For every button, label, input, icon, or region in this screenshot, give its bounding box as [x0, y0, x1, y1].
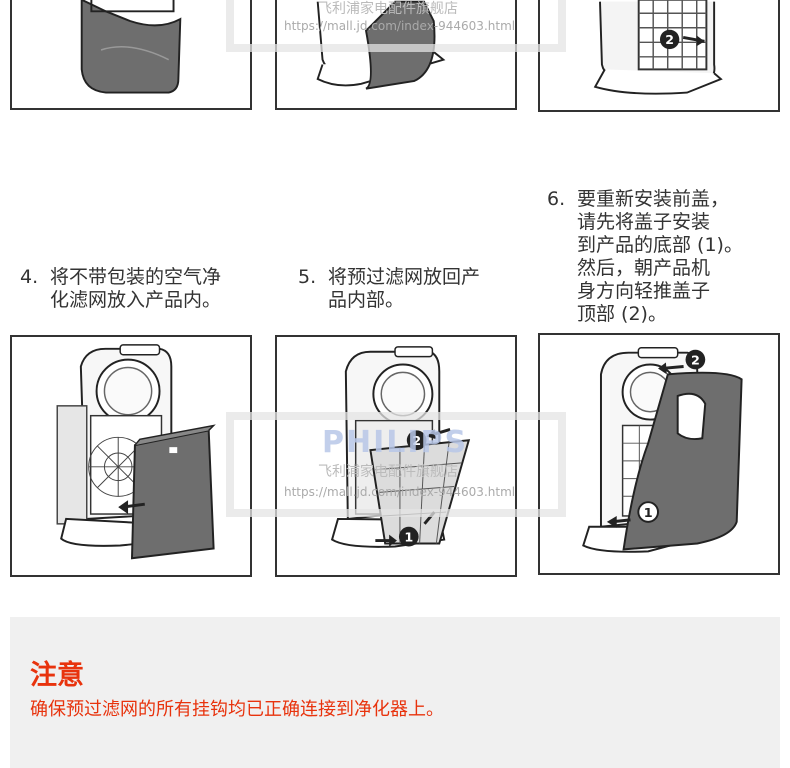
notice-box: 注意 确保预过滤网的所有挂钩均已正确连接到净化器上。 [10, 617, 780, 768]
watermark-store-name-top: 飞利浦家电配件旗舰店 [318, 0, 458, 18]
svg-text:2: 2 [665, 32, 674, 47]
notice-title: 注意 [30, 653, 84, 692]
illustration-panel-top-right: 2 [538, 0, 780, 112]
watermark-url-top: https://mall.jd.com/index-944603.html [284, 19, 515, 33]
notice-text: 确保预过滤网的所有挂钩均已正确连接到净化器上。 [30, 695, 444, 721]
prefilter-removed-illustration: 2 [540, 0, 778, 110]
reinstall-cover-illustration: 2 1 [540, 335, 778, 573]
watermark-url: https://mall.jd.com/index-944603.html [284, 485, 515, 499]
illustration-panel-step-4 [10, 335, 252, 577]
svg-text:1: 1 [404, 531, 413, 546]
step-6-text: 6.要重新安装前盖， 请先将盖子安装 到产品的底部 (1)。 然后，朝产品机 身… [547, 188, 743, 326]
watermark-store-name: 飞利浦家电配件旗舰店 [318, 461, 458, 481]
insert-filter-illustration [12, 337, 250, 575]
illustration-panel-step-6: 2 1 [538, 333, 780, 575]
step-5-text: 5.将预过滤网放回产 品内部。 [298, 266, 480, 312]
svg-text:2: 2 [691, 354, 700, 369]
filter-removed-illustration [12, 0, 250, 108]
watermark-logo: PHILIPS [322, 425, 468, 460]
svg-text:1: 1 [644, 506, 653, 521]
illustration-panel-top-left [10, 0, 252, 110]
step-4-text: 4.将不带包装的空气净 化滤网放入产品内。 [20, 266, 221, 312]
